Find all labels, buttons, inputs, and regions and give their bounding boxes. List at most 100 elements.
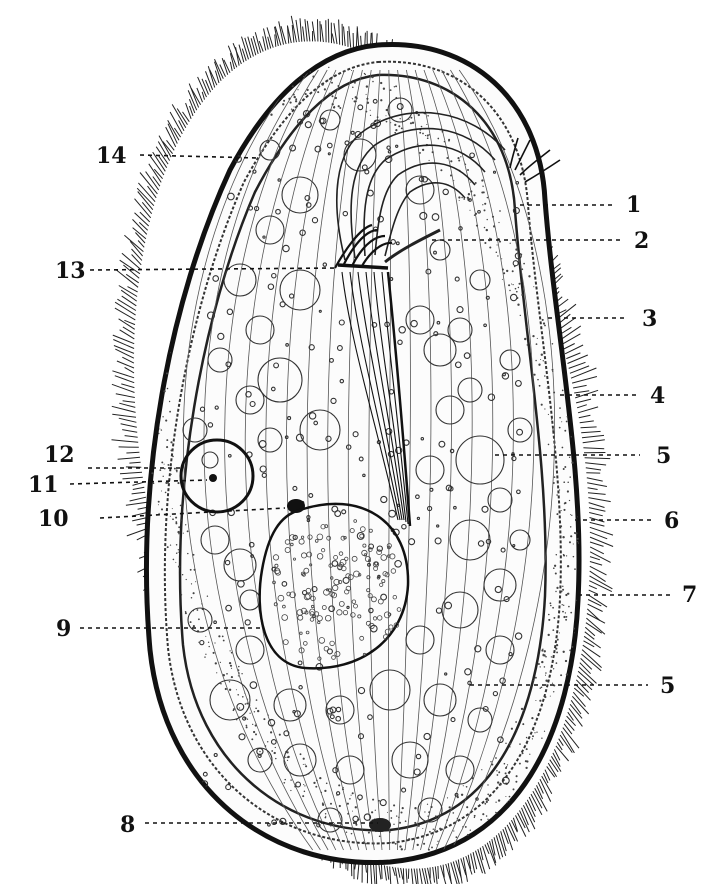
granule <box>563 555 565 557</box>
granule <box>145 412 147 414</box>
granule <box>157 278 159 280</box>
cilium <box>305 19 307 41</box>
granule <box>417 144 418 145</box>
granule <box>482 186 483 187</box>
granule <box>146 306 148 308</box>
granule <box>427 816 428 817</box>
granule <box>430 806 432 808</box>
granule <box>339 805 341 807</box>
granule <box>556 554 557 555</box>
granule <box>161 235 163 237</box>
granule <box>295 98 297 100</box>
granule <box>574 632 575 633</box>
granule <box>163 307 165 309</box>
granule <box>366 94 367 95</box>
granule <box>570 535 572 537</box>
granule <box>154 412 156 414</box>
granule <box>315 786 317 788</box>
granule <box>503 272 505 274</box>
granule <box>550 605 551 606</box>
cilium <box>590 552 611 563</box>
small-vacuole <box>199 119 201 121</box>
granule <box>215 127 217 129</box>
granule <box>412 122 414 124</box>
granule <box>570 514 571 515</box>
granule <box>516 730 517 731</box>
granule <box>556 651 558 653</box>
granule <box>257 710 259 712</box>
granule <box>176 469 178 471</box>
granule <box>159 345 161 347</box>
granule <box>166 439 168 441</box>
granule <box>427 804 428 805</box>
cilium <box>401 868 403 880</box>
granule <box>515 248 517 250</box>
granule <box>158 350 160 352</box>
granule <box>170 324 172 326</box>
granule <box>150 416 151 417</box>
granule <box>279 70 281 72</box>
granule <box>329 79 330 80</box>
granule <box>390 810 392 812</box>
granule <box>159 469 161 471</box>
granule <box>424 811 425 812</box>
granule <box>490 761 491 762</box>
granule <box>560 674 562 676</box>
label-2: 2 <box>634 228 649 254</box>
granule <box>219 112 221 114</box>
granule <box>487 219 488 220</box>
granule <box>242 135 244 137</box>
granule <box>566 421 568 423</box>
granule <box>551 656 552 657</box>
granule <box>505 772 507 774</box>
granule <box>504 763 506 765</box>
granule <box>401 848 403 850</box>
granule <box>223 674 225 676</box>
granule <box>563 651 565 653</box>
cilium <box>328 19 329 43</box>
cilium <box>393 867 396 876</box>
granule <box>143 388 145 390</box>
granule <box>453 180 454 181</box>
granule <box>526 748 528 750</box>
granule <box>169 195 171 197</box>
granule <box>453 823 454 824</box>
granule <box>290 102 292 104</box>
granule <box>275 747 276 748</box>
cilium <box>264 29 269 50</box>
granule <box>155 329 156 330</box>
granule <box>574 532 576 534</box>
granule <box>229 125 231 127</box>
granule <box>282 103 284 105</box>
granule <box>552 371 553 372</box>
granule <box>352 98 353 99</box>
granule <box>522 752 524 754</box>
granule <box>498 799 500 801</box>
cilium <box>587 478 603 481</box>
granule <box>408 838 410 840</box>
granule <box>156 364 157 365</box>
granule <box>191 182 192 183</box>
granule <box>455 823 456 824</box>
granule <box>173 228 175 230</box>
granule <box>205 636 206 637</box>
granule <box>325 813 327 815</box>
granule <box>487 819 488 820</box>
granule <box>220 138 222 140</box>
cilium <box>494 837 500 859</box>
granule <box>319 777 321 779</box>
granule <box>172 508 173 509</box>
cilium <box>320 21 321 42</box>
granule <box>167 546 169 548</box>
granule <box>291 108 292 109</box>
granule <box>164 246 166 248</box>
granule <box>543 322 545 324</box>
cilium <box>245 38 251 58</box>
granule <box>450 175 452 177</box>
granule <box>515 288 517 290</box>
granule <box>145 362 147 364</box>
granule <box>335 97 337 99</box>
granule <box>173 201 175 203</box>
granule <box>506 270 508 272</box>
